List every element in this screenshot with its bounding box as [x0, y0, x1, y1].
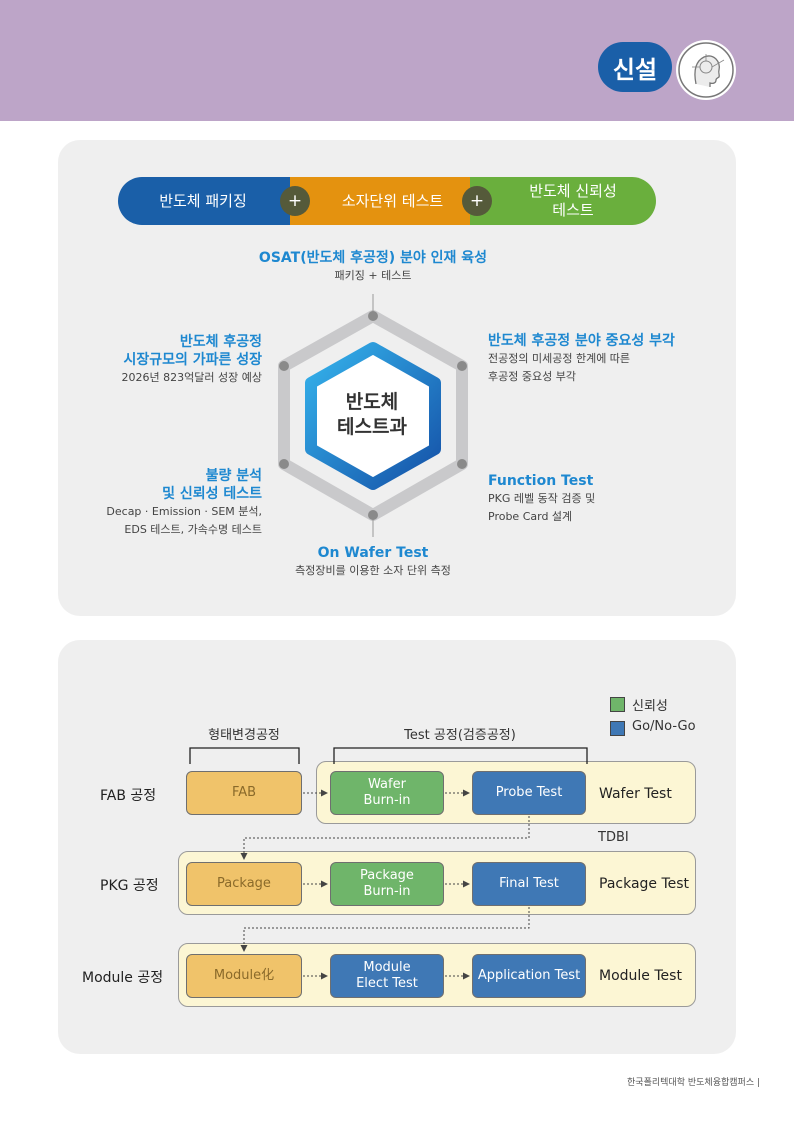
result-wafer-test: Wafer Test: [599, 786, 672, 802]
reliability-test-pill: 반도체 신뢰성 테스트: [470, 177, 656, 225]
center-title-text: 반도체 테스트과: [337, 391, 407, 438]
footer-campus-name: 한국폴리텍대학 반도체융합캠퍼스 |: [627, 1078, 760, 1088]
fab-box-label: FAB: [231, 785, 257, 800]
top-point-sub: 패키징 + 테스트: [334, 269, 412, 282]
legend-reliability-swatch: [610, 697, 625, 712]
upper-left-point: 반도체 후공정 시장규모의 가파른 성장 2026년 823억달러 성장 예상: [60, 333, 262, 387]
package-box: Package: [186, 862, 302, 906]
row-label-module: Module 공정: [82, 970, 164, 986]
fab-box: FAB: [186, 771, 302, 815]
lower-left-point: 불량 분석 및 신뢰성 테스트 Decap · Emission · SEM 분…: [60, 467, 262, 539]
upper-right-point: 반도체 후공정 분야 중요성 부각 전공정의 미세공정 한계에 따른 후공정 중…: [488, 332, 728, 386]
ai-head-icon: [676, 40, 736, 100]
upper-right-sub: 전공정의 미세공정 한계에 따른 후공정 중요성 부각: [488, 352, 631, 383]
wafer-burnin-label: Wafer Burn-in: [363, 777, 411, 808]
plus-icon: +: [280, 186, 310, 216]
package-burnin-box: Package Burn-in: [330, 862, 444, 906]
top-point: OSAT(반도체 후공정) 분야 인재 육성 패키징 + 테스트: [198, 249, 548, 285]
legend-gonogo-swatch: [610, 721, 625, 736]
lower-right-point: Function Test PKG 레벨 동작 검증 및 Probe Card …: [488, 472, 728, 526]
upper-right-title: 반도체 후공정 분야 중요성 부각: [488, 333, 675, 349]
wafer-burnin-box: Wafer Burn-in: [330, 771, 444, 815]
result-package-test: Package Test: [599, 876, 690, 892]
reliability-test-label: 반도체 신뢰성 테스트: [529, 182, 617, 219]
tdbi-label: TDBI: [598, 830, 629, 845]
lower-left-sub: Decap · Emission · SEM 분석, EDS 테스트, 가속수명…: [106, 505, 262, 536]
upper-left-sub: 2026년 823억달러 성장 예상: [121, 371, 262, 384]
module-box: Module化: [186, 954, 302, 998]
shape-change-label: 형태변경공정: [208, 728, 280, 743]
new-badge: 신설: [598, 42, 672, 92]
hexagon-diagram: [278, 294, 468, 537]
top-point-title: OSAT(반도체 후공정) 분야 인재 육성: [258, 250, 488, 266]
bottom-point: On Wafer Test 측정장비를 이용한 소자 단위 측정: [198, 544, 548, 580]
hexagon-center-title: 반도체 테스트과: [322, 390, 422, 440]
legend-gonogo-label: Go/No-Go: [632, 719, 696, 734]
device-test-pill: 소자단위 테스트: [290, 177, 495, 225]
bottom-point-sub: 측정장비를 이용한 소자 단위 측정: [295, 564, 451, 577]
package-box-label: Package: [217, 876, 271, 891]
probe-test-label: Probe Test: [495, 785, 563, 800]
final-test-label: Final Test: [499, 876, 559, 891]
lower-left-title: 불량 분석 및 신뢰성 테스트: [162, 468, 262, 502]
row-label-fab: FAB 공정: [100, 788, 157, 804]
probe-test-box: Probe Test: [472, 771, 586, 815]
module-elect-test-box: Module Elect Test: [330, 954, 444, 998]
final-test-box: Final Test: [472, 862, 586, 906]
application-test-box: Application Test: [472, 954, 586, 998]
lower-right-sub: PKG 레벨 동작 검증 및 Probe Card 설계: [488, 492, 596, 523]
module-elect-test-label: Module Elect Test: [356, 960, 418, 991]
module-box-label: Module化: [213, 968, 275, 983]
plus-icon: +: [462, 186, 492, 216]
application-test-label: Application Test: [477, 968, 581, 983]
row-label-pkg: PKG 공정: [100, 878, 159, 894]
packaging-pill: 반도체 패키징: [118, 177, 318, 225]
result-module-test: Module Test: [599, 968, 682, 984]
package-burnin-label: Package Burn-in: [360, 868, 414, 899]
test-process-label: Test 공정(검증공정): [404, 728, 516, 743]
bottom-point-title: On Wafer Test: [317, 545, 429, 561]
upper-left-title: 반도체 후공정 시장규모의 가파른 성장: [123, 334, 262, 368]
legend-reliability-label: 신뢰성: [632, 699, 668, 714]
lower-right-title: Function Test: [488, 473, 594, 489]
